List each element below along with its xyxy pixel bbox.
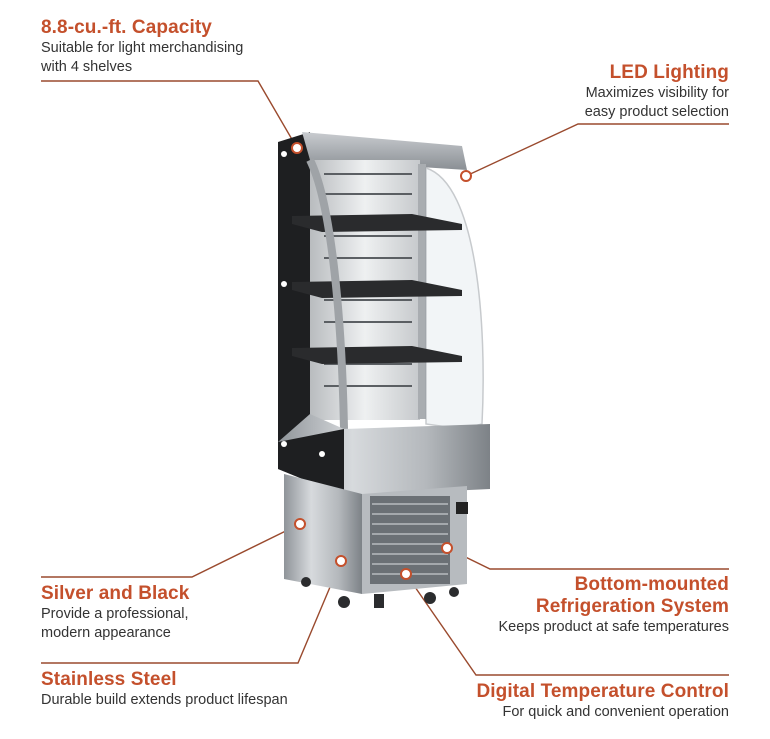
refrigerated-merchandiser-image bbox=[278, 132, 490, 608]
callout-refrigeration: Bottom-mounted Refrigeration System Keep… bbox=[498, 574, 729, 637]
material-desc-line1: Durable build extends product lifespan bbox=[41, 692, 288, 708]
capacity-desc-line1: Suitable for light merchandising bbox=[41, 40, 244, 56]
marker-temperature bbox=[400, 568, 412, 580]
callout-finish: Silver and Black Provide a professional,… bbox=[41, 583, 189, 643]
callout-capacity: 8.8-cu.-ft. Capacity Suitable for light … bbox=[41, 17, 243, 77]
marker-lighting bbox=[460, 170, 472, 182]
capacity-title: 8.8-cu.-ft. Capacity bbox=[41, 17, 212, 38]
marker-capacity bbox=[291, 142, 303, 154]
marker-refrigeration bbox=[441, 542, 453, 554]
callout-temperature: Digital Temperature Control For quick an… bbox=[476, 681, 729, 722]
lighting-desc-line1: Maximizes visibility for bbox=[585, 85, 729, 101]
leader-line-finish bbox=[41, 523, 301, 578]
callout-material: Stainless Steel Durable build extends pr… bbox=[41, 669, 288, 710]
material-title: Stainless Steel bbox=[41, 669, 177, 690]
refrigeration-title-line1: Bottom-mounted bbox=[574, 574, 729, 595]
temperature-desc-line1: For quick and convenient operation bbox=[502, 704, 729, 720]
lighting-title: LED Lighting bbox=[609, 62, 729, 83]
finish-title: Silver and Black bbox=[41, 583, 190, 604]
leader-line-capacity bbox=[41, 80, 298, 149]
leader-line-temperature bbox=[405, 573, 729, 676]
callout-lighting: LED Lighting Maximizes visibility for ea… bbox=[585, 62, 729, 122]
marker-finish bbox=[294, 518, 306, 530]
finish-desc-line1: Provide a professional, bbox=[41, 606, 189, 622]
refrigeration-title-line2: Refrigeration System bbox=[535, 596, 729, 617]
refrigeration-desc-line1: Keeps product at safe temperatures bbox=[498, 619, 729, 635]
leader-line-lighting bbox=[465, 123, 729, 177]
lighting-desc-line2: easy product selection bbox=[584, 104, 729, 120]
temperature-title: Digital Temperature Control bbox=[476, 681, 729, 702]
leader-line-material bbox=[41, 560, 342, 664]
capacity-desc-line2: with 4 shelves bbox=[41, 59, 133, 75]
finish-desc-line2: modern appearance bbox=[41, 625, 171, 641]
marker-material bbox=[335, 555, 347, 567]
